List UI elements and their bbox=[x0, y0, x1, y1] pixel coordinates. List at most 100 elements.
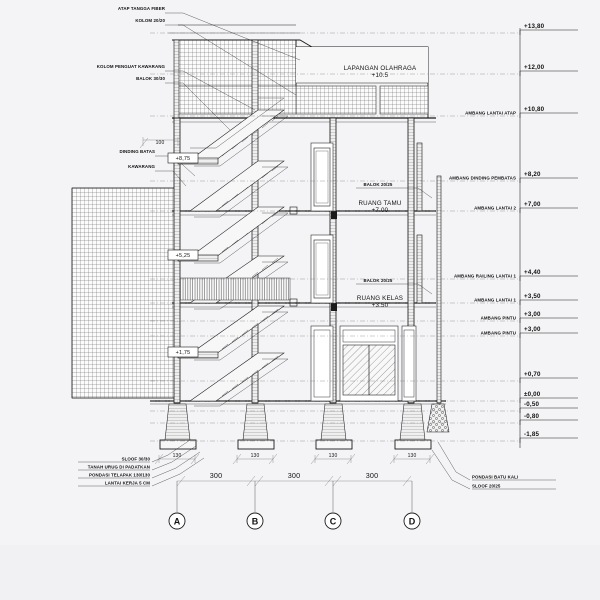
column-grid-D bbox=[407, 117, 415, 404]
footing-B bbox=[237, 403, 275, 450]
callout-label: KAWARANG bbox=[128, 164, 155, 169]
grid-bubble-label: D bbox=[409, 517, 416, 527]
beam-section-level2 bbox=[289, 206, 298, 215]
elevation-note-label: AMBANG DINDING PEMBATAS bbox=[449, 176, 516, 181]
grid-bubble[interactable] bbox=[246, 512, 264, 530]
room-name-label: RUANG TAMU bbox=[358, 200, 401, 207]
elevation-note-label: AMBANG PINTU bbox=[481, 331, 516, 336]
partition-level2 bbox=[416, 142, 423, 212]
grid-bubble[interactable] bbox=[324, 512, 342, 530]
footing-dimension-label: 130 bbox=[251, 453, 260, 459]
stair-flights bbox=[177, 97, 291, 407]
footing-dimension-label: 130 bbox=[173, 453, 182, 459]
foundations bbox=[159, 403, 450, 450]
elevation-marker: ±0,00 bbox=[524, 391, 541, 398]
sidelight-left bbox=[310, 325, 334, 402]
grid-bubble-group: A B C D bbox=[168, 481, 421, 530]
callout-label: ATAP TANGGA FIBER bbox=[118, 6, 166, 11]
left-kawarang-screen-wall bbox=[71, 187, 179, 399]
grid-bubble[interactable] bbox=[403, 512, 421, 530]
room-level-label: +7.00 bbox=[372, 207, 389, 214]
beam-section-level1 bbox=[289, 298, 298, 307]
beam-callout-label: BALOK 20/25 bbox=[364, 182, 393, 187]
elevation-level-value: -0,50 bbox=[524, 401, 539, 408]
elevation-datum-lines bbox=[150, 28, 578, 448]
elevation-note-label: AMBANG PINTU bbox=[481, 316, 516, 321]
dimension-100-label: 100 bbox=[156, 140, 165, 146]
stair-railing-balustrade bbox=[179, 277, 291, 301]
dimension-100: 100 bbox=[139, 137, 179, 149]
partition-level1 bbox=[416, 234, 423, 304]
partitions bbox=[289, 142, 423, 311]
foundation-left-leaders bbox=[151, 439, 205, 487]
span-dimension-label: 300 bbox=[366, 471, 379, 480]
beam-drop-c2 bbox=[331, 211, 337, 219]
room-level-label: +10.5 bbox=[372, 72, 389, 79]
elevation-level-value: +4,40 bbox=[524, 269, 541, 276]
span-dimension-label: 300 bbox=[210, 471, 223, 480]
elevation-level-value: +3,00 bbox=[524, 311, 541, 318]
stair-level-tag-box bbox=[167, 249, 199, 261]
elevation-level-value: -1,85 bbox=[524, 431, 539, 438]
grid-bubble-label: C bbox=[330, 517, 337, 527]
stair-level-value: +5,25 bbox=[176, 253, 191, 259]
beam-callout-label: BALOK 20/25 bbox=[364, 278, 393, 283]
grid-bubble[interactable] bbox=[168, 512, 186, 530]
elevation-level-value: -0,80 bbox=[524, 413, 539, 420]
stair-level-tag-box bbox=[167, 346, 199, 358]
elevation-note-label: AMBANG LANTAI 1 bbox=[474, 298, 516, 303]
stair-level-value: +1,75 bbox=[176, 350, 191, 356]
room-name-label: LAPANGAN OLAHRAGA bbox=[344, 65, 417, 72]
upper-screen-panel-2 bbox=[379, 85, 429, 115]
openings bbox=[310, 142, 417, 402]
elevation-level-value: +8,20 bbox=[524, 171, 541, 178]
stair-level-tag-box bbox=[167, 152, 199, 164]
elevation-level-value: +10,80 bbox=[524, 106, 545, 113]
foundation-note-right: PONDASI BATU KALI bbox=[472, 475, 518, 480]
left-leader-lines bbox=[155, 12, 301, 187]
beam-drop-c1 bbox=[331, 303, 337, 311]
elevation-marker: -1,85 bbox=[524, 431, 539, 438]
elevation-marker: +12,00 bbox=[524, 64, 544, 71]
perimeter-post bbox=[436, 175, 442, 404]
upper-screen-panel-0 bbox=[177, 85, 297, 115]
callout-label: BALOK 30/30 bbox=[136, 76, 165, 81]
beam-leader-lines bbox=[356, 187, 433, 295]
upper-screen-panel-1 bbox=[295, 85, 377, 115]
stair-level-value: +8,75 bbox=[176, 156, 191, 162]
stair-level-tag-group: +8,75 +5,25 +1,75 bbox=[167, 152, 199, 358]
grid-bubble-label: A bbox=[174, 517, 181, 527]
elevation-marker: +0,70 bbox=[524, 371, 541, 378]
callout-label: DINDING BATAS bbox=[119, 149, 155, 154]
elevation-note-label: AMBANG LANTAI ATAP bbox=[465, 111, 516, 116]
grid-bubble-label: B bbox=[252, 517, 259, 527]
foundation-note-left: PONDASI TELAPAK 130/130 bbox=[89, 473, 150, 478]
elevation-level-value: ±0,00 bbox=[524, 391, 541, 398]
elevation-level-value: +0,70 bbox=[524, 371, 541, 378]
foundation-note-left: TANAH URUG DI PADATKAN bbox=[88, 465, 150, 470]
room-level-label: +3.50 bbox=[372, 302, 389, 309]
foundation-notes-right: PONDASI BATU KALI SLOOF 20/25 bbox=[472, 475, 556, 490]
elevation-level-value: +3,50 bbox=[524, 293, 541, 300]
span-dimension-label: 300 bbox=[288, 471, 301, 480]
elevation-level-value: +13,80 bbox=[524, 23, 545, 30]
elevation-note-label: AMBANG RAILING LANTAI 1 bbox=[454, 274, 516, 279]
room-name-label: RUANG KELAS bbox=[357, 295, 403, 302]
footing-dimension-label: 130 bbox=[408, 453, 417, 459]
foundation-right-leaders bbox=[431, 441, 471, 490]
foundation-note-right: SLOOF 20/25 bbox=[472, 484, 501, 489]
foundation-note-left: SLOOF 30/30 bbox=[122, 457, 151, 462]
foundation-note-left: LANTAI KERJA 5 CM bbox=[105, 481, 150, 486]
sidelight-right bbox=[401, 325, 417, 402]
